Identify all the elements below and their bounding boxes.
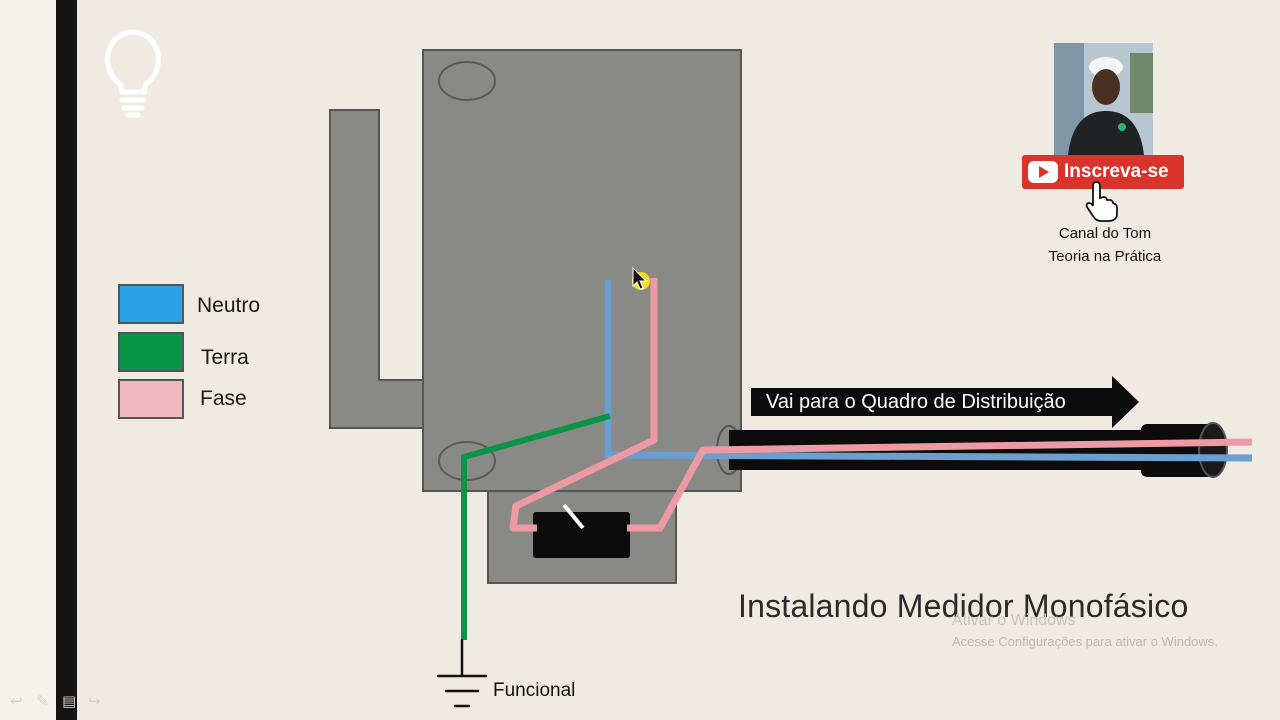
legend-label-terra: Terra (201, 346, 249, 369)
cable-sleeve (1141, 424, 1213, 477)
ground-label: Funcional (493, 680, 576, 701)
avatar (1054, 43, 1153, 155)
back-arrow-icon[interactable]: ↩ (10, 693, 23, 710)
ground-wire (461, 413, 611, 640)
lightbulb-icon (105, 29, 161, 118)
slideshow-toolbar: ↩ ✎ ▤ ↪ (10, 692, 130, 712)
subscribe-button[interactable]: Inscreva-se (1022, 155, 1184, 189)
slides-icon[interactable]: ▤ (62, 693, 77, 710)
direction-arrow (751, 376, 1139, 428)
left-margin-strip (0, 0, 56, 720)
cursor-icon (632, 266, 650, 290)
youtube-play-icon (1028, 161, 1058, 183)
pen-icon[interactable]: ✎ (36, 693, 49, 710)
channel-subtitle: Teoria na Prática (1048, 248, 1162, 265)
hand-pointer-icon (1085, 181, 1118, 222)
legend-swatch-fase (118, 379, 184, 419)
windows-watermark-text: Acesse Configurações para ativar o Windo… (952, 634, 1218, 649)
diagram-title: Instalando Medidor Monofásico (738, 588, 1189, 624)
channel-promo: Inscreva-se Canal do Tom Teoria na Práti… (1020, 42, 1190, 272)
forward-arrow-icon[interactable]: ↪ (88, 693, 101, 710)
circuit-breaker (533, 512, 630, 558)
legend-label-neutro: Neutro (197, 294, 261, 317)
ground-symbol-icon (436, 638, 488, 708)
arrow-label: Vai para o Quadro de Distribuição (766, 391, 1066, 413)
legend-swatch-neutro (118, 284, 184, 324)
phase-wire (509, 278, 658, 532)
breaker-lever (562, 503, 585, 530)
mounting-hole-top (438, 61, 496, 101)
meter-box (422, 49, 742, 492)
side-conduit-bracket (329, 109, 424, 429)
legend-label-fase: Fase (200, 387, 247, 410)
windows-watermark-title: Ativar o Windows (952, 612, 1076, 629)
phase-wire-outgoing (627, 438, 1253, 532)
legend-swatch-terra (118, 332, 184, 372)
subscribe-button-label: Inscreva-se (1064, 161, 1169, 182)
channel-name: Canal do Tom (1058, 225, 1152, 242)
cable-sleeve-end (1198, 422, 1228, 478)
neutral-wire (604, 280, 1253, 462)
left-border-bar (56, 0, 77, 720)
